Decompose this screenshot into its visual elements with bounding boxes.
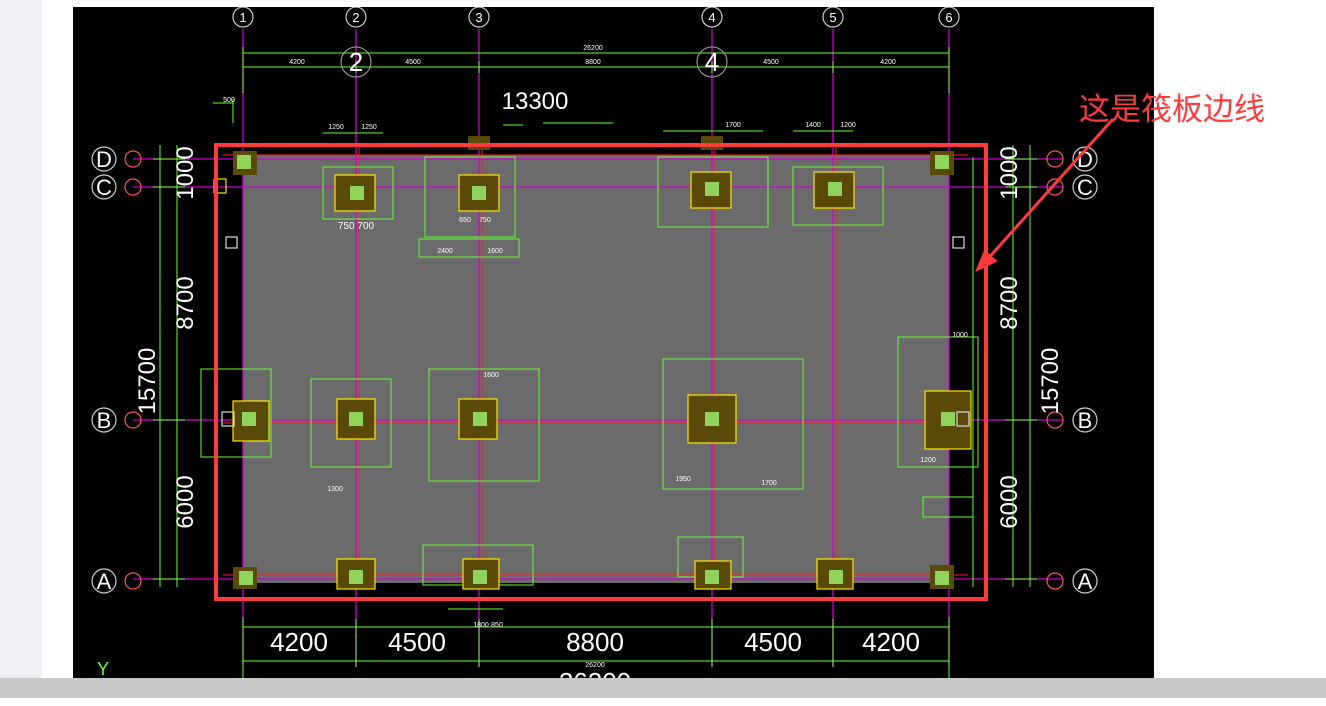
bottom-seg-1: 4200	[270, 627, 328, 657]
small-dim-16: 500	[223, 97, 235, 104]
foundation-plan: 1 2 3 4 5 6 2 4 26200 4200 4500 8800 450…	[91, 7, 1115, 678]
small-dim-8: 650	[459, 217, 471, 224]
left-seg-6000: 6000	[172, 475, 199, 528]
pedestal-dim-label: 750 700	[338, 221, 375, 232]
small-dim-10: 1300	[327, 486, 343, 493]
left-axis-labels: D C B A	[96, 147, 112, 594]
small-dim-5: 1200	[840, 122, 856, 129]
annotation-label: 这是筏板边线	[1079, 92, 1265, 128]
small-dim-12: 1950	[675, 476, 691, 483]
axis-label-3: 3	[475, 10, 482, 25]
column-pedestals	[232, 136, 972, 590]
left-gutter	[0, 0, 42, 678]
top-big-label-2: 2	[349, 47, 363, 77]
left-seg-1000: 1000	[172, 146, 199, 199]
annotation-arrow	[975, 117, 1115, 273]
top-axis-labels: 1 2 3 4 5 6	[239, 10, 952, 25]
small-dim-2: 1250	[361, 124, 377, 131]
bottom-dimension-lines	[242, 608, 950, 678]
horizontal-axis-lines	[133, 158, 1063, 580]
top-seg-5: 4200	[880, 59, 896, 66]
small-dim-7: 1600	[487, 248, 503, 255]
top-seg-4: 4500	[763, 59, 779, 66]
axis-label-a-left: A	[97, 569, 112, 594]
top-total-dim: 26200	[583, 45, 603, 52]
bottom-big-dims: 4200 4500 8800 4500 4200	[270, 627, 920, 657]
axis-label-5: 5	[829, 10, 836, 25]
axis-label-4: 4	[708, 10, 715, 25]
right-vertical-dims: 15700 1000 8700 6000	[996, 146, 1064, 528]
cad-drawing: 1 2 3 4 5 6 2 4 26200 4200 4500 8800 450…	[73, 7, 1154, 678]
axis-label-1: 1	[239, 10, 246, 25]
axis-label-d-left: D	[96, 147, 112, 172]
left-axis-bubbles	[91, 146, 142, 594]
axis-label-2: 2	[352, 10, 359, 25]
axis-label-a-right: A	[1078, 569, 1093, 594]
left-vertical-dims: 15700 1000 8700 6000	[134, 146, 199, 528]
axis-label-c-right: C	[1077, 175, 1093, 200]
top-axis-bubbles	[232, 7, 960, 28]
top-seg-1: 4200	[289, 59, 305, 66]
top-seg-3: 8800	[585, 59, 601, 66]
top-big-label-4: 4	[705, 47, 719, 77]
right-seg-8700: 8700	[996, 276, 1023, 329]
right-axis-labels: D C B A	[1077, 147, 1093, 594]
bottom-seg-4: 4500	[744, 627, 802, 657]
raft-slab	[243, 155, 949, 583]
small-dim-13: 1700	[761, 480, 777, 487]
small-dim-17: 1800	[473, 622, 489, 629]
right-seg-6000: 6000	[996, 475, 1023, 528]
bottom-strip	[0, 698, 1326, 706]
axis-label-b-left: B	[97, 408, 112, 433]
left-seg-8700: 8700	[172, 276, 199, 329]
bottom-seg-5: 4200	[862, 627, 920, 657]
axis-label-6: 6	[945, 10, 952, 25]
bottom-total-big: 26200	[559, 667, 631, 678]
top-dimension-lines	[213, 47, 950, 134]
small-dim-6: 2400	[437, 248, 453, 255]
left-total-dim: 15700	[134, 348, 161, 415]
small-dim-4: 1400	[805, 122, 821, 129]
small-dim-14: 1200	[920, 457, 936, 464]
top-seg-2: 4500	[405, 59, 421, 66]
right-axis-bubbles	[1046, 146, 1098, 594]
ucs-y-label: Y	[97, 659, 109, 678]
small-dim-18: 850	[491, 622, 503, 629]
axis-label-c-left: C	[96, 175, 112, 200]
right-seg-1000: 1000	[996, 146, 1023, 199]
horizontal-scrollbar[interactable]	[0, 678, 1326, 698]
top-small-dims: 26200 4200 4500 8800 4500 4200	[289, 45, 896, 66]
small-dim-11: 1600	[483, 372, 499, 379]
small-dim-15: 1000	[952, 332, 968, 339]
right-total-dim: 15700	[1037, 348, 1064, 415]
bottom-total-small: 26200	[585, 662, 605, 669]
small-dim-1: 1250	[328, 124, 344, 131]
small-dim-3: 1700	[725, 122, 741, 129]
raft-edge-highlight	[214, 143, 988, 601]
top-span-label: 13300	[502, 88, 569, 115]
small-dim-9: 750	[479, 217, 491, 224]
top-big-labels: 2 4	[340, 46, 728, 78]
bottom-seg-2: 4500	[388, 627, 446, 657]
axis-label-b-right: B	[1078, 408, 1093, 433]
pedestal-small-dims: 750 700 1250 1250 1700 1400 1200 2400 16…	[223, 97, 968, 629]
bottom-seg-3: 8800	[566, 627, 624, 657]
